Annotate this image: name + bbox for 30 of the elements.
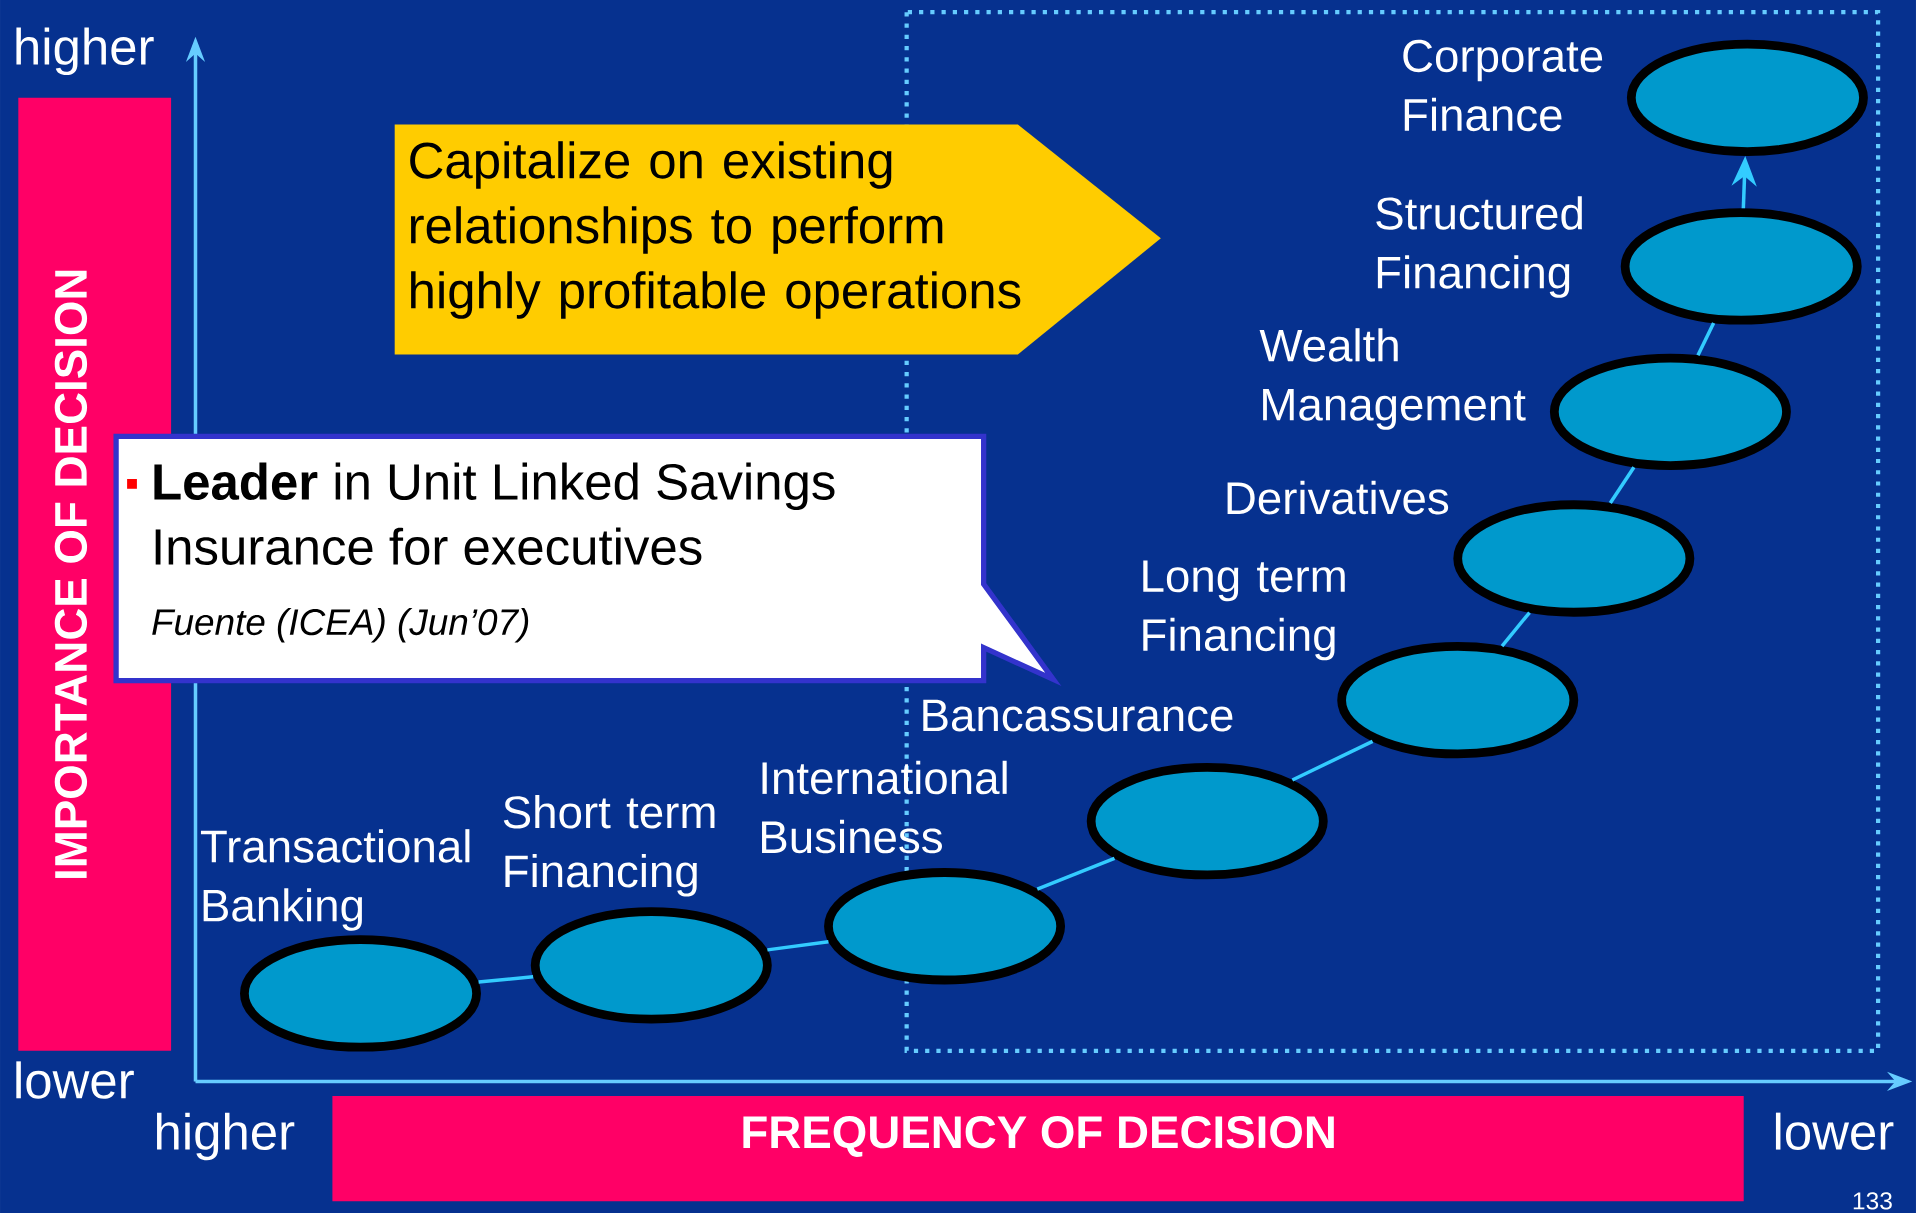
ellipse bbox=[1453, 500, 1695, 617]
node-label: Corporate Finance bbox=[1403, 39, 1603, 132]
node-label: Derivatives bbox=[1227, 480, 1449, 515]
node-label: Short term Financing bbox=[503, 794, 715, 897]
node-label: International Business bbox=[762, 760, 1007, 854]
axis-label: higher bbox=[157, 1112, 295, 1160]
node-label: Structured Financing bbox=[1376, 196, 1582, 298]
node-label: Transactional Banking bbox=[200, 829, 470, 931]
connector bbox=[767, 939, 829, 952]
connector bbox=[1291, 739, 1374, 782]
callout-box: Leader in Unit Linked Savings Insurance for executives Fuente (ICEA) (Jun’07) bbox=[113, 433, 1062, 686]
ellipse bbox=[240, 935, 481, 1052]
node-label: Bancassurance bbox=[923, 699, 1233, 732]
ellipse bbox=[1086, 762, 1328, 880]
axis-label: lower bbox=[16, 1061, 134, 1099]
ellipse bbox=[1337, 641, 1579, 759]
connector bbox=[1036, 856, 1116, 891]
node-label: Long term Financing bbox=[1143, 560, 1345, 661]
connector bbox=[1500, 611, 1531, 648]
ellipse bbox=[530, 907, 772, 1024]
connector bbox=[1696, 322, 1716, 356]
connector bbox=[478, 974, 534, 984]
axis-label: 133 bbox=[1853, 1192, 1892, 1210]
ellipse bbox=[824, 867, 1066, 985]
connector bbox=[1608, 466, 1636, 504]
ellipse bbox=[1549, 353, 1791, 470]
ellipse bbox=[1620, 208, 1862, 325]
ellipse bbox=[1626, 39, 1868, 156]
node-label: Wealth Management bbox=[1259, 328, 1526, 430]
horizontal-bar: FREQUENCY OF DECISION bbox=[332, 1095, 1744, 1201]
